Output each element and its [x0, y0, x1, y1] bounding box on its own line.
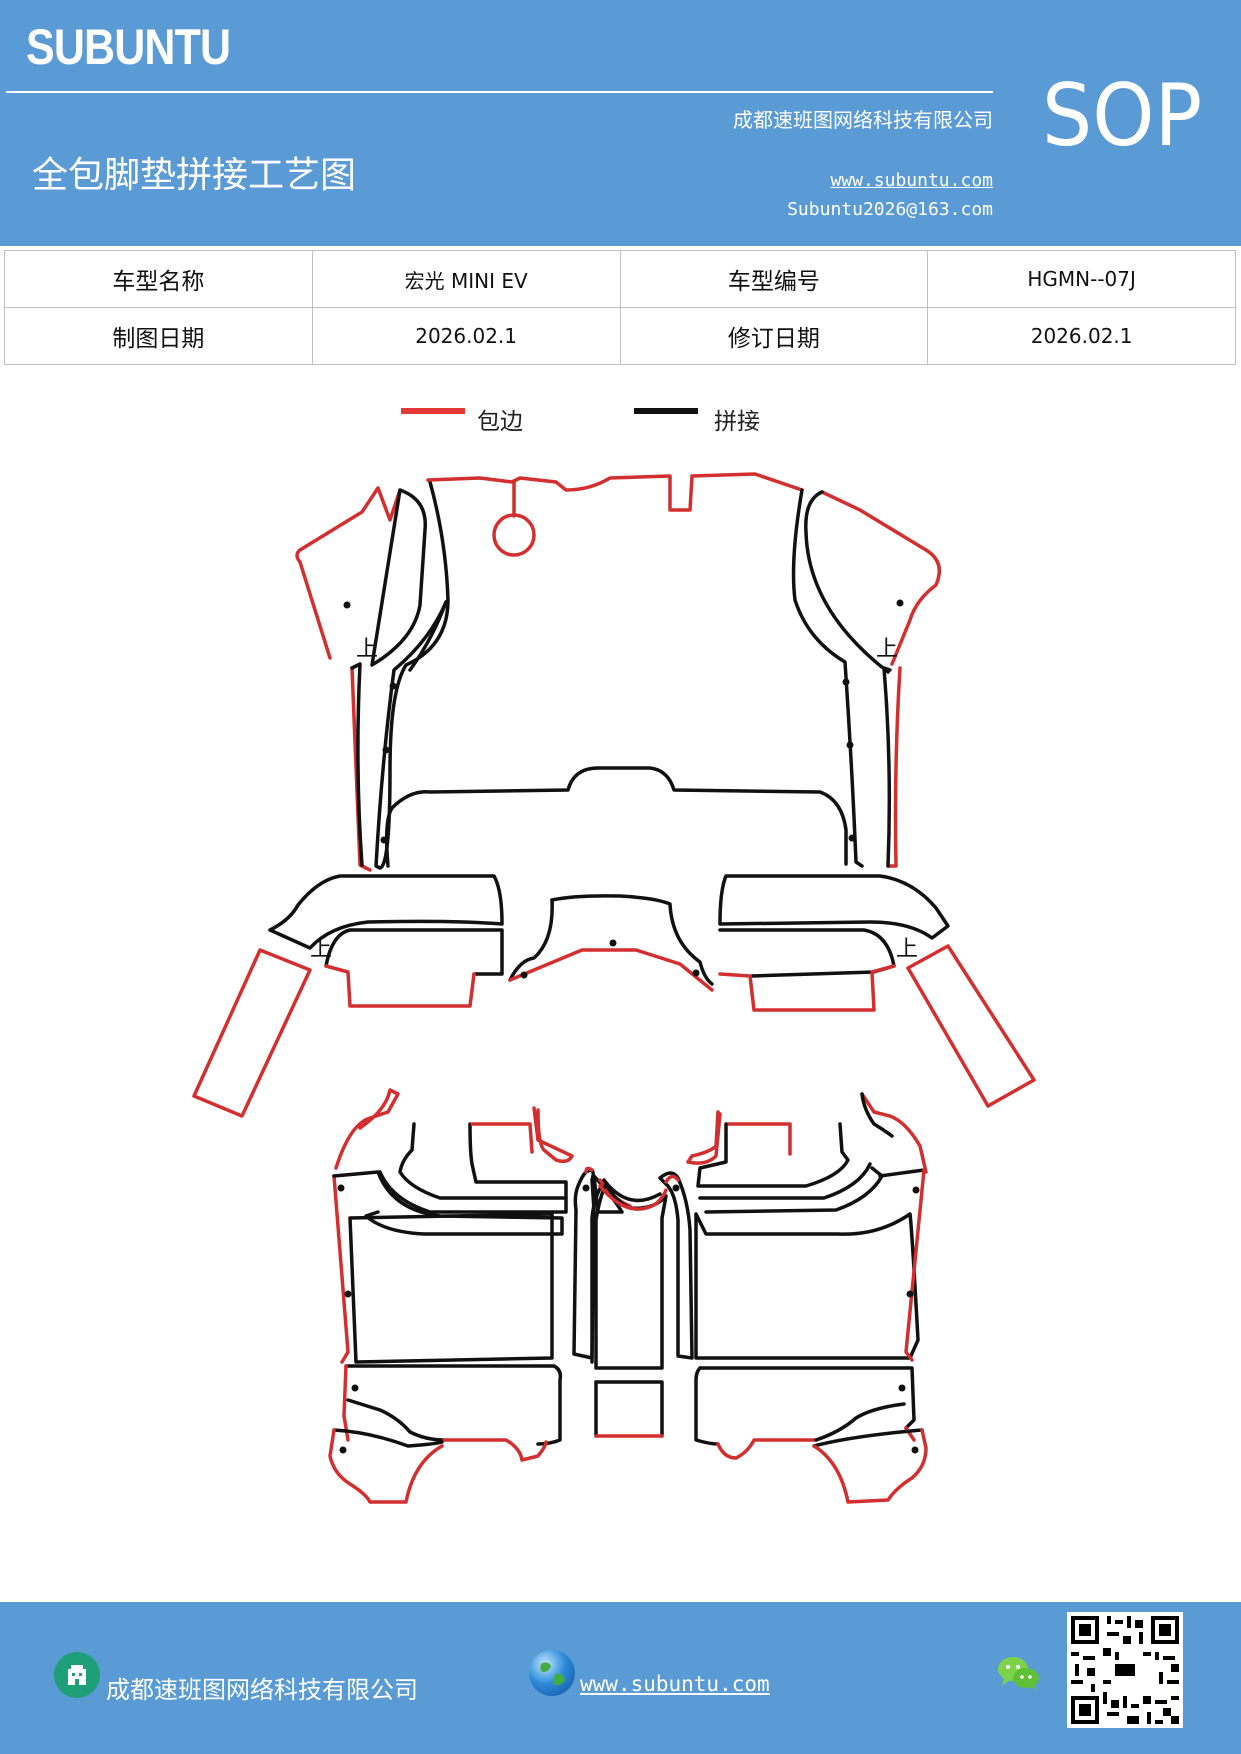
header-banner: SUBUNTU 成都速班图网络科技有限公司 全包脚垫拼接工艺图 www.subu… — [0, 0, 1241, 246]
header-website-link[interactable]: www.subuntu.com — [830, 170, 993, 191]
direction-mark-mid-right: 上 — [896, 937, 918, 962]
model-code-value: HGMN--07J — [927, 250, 1236, 308]
model-name-label: 车型名称 — [4, 250, 313, 308]
qr-code — [1067, 1612, 1183, 1728]
direction-mark-mid-left: 上 — [310, 937, 332, 962]
brand-logo: SUBUNTU — [26, 19, 231, 75]
table-row: 车型名称 宏光 MINI EV 车型编号 HGMN--07J — [4, 250, 1236, 308]
revise-date-value: 2026.02.1 — [927, 307, 1236, 365]
legend-seam-label: 拼接 — [714, 409, 760, 435]
draw-date-label: 制图日期 — [4, 307, 313, 365]
rear-pieces — [332, 1088, 928, 1370]
header-company: 成都速班图网络科技有限公司 — [733, 108, 993, 132]
model-name-value: 宏光 MINI EV — [311, 250, 621, 308]
footer-company: 成都速班图网络科技有限公司 — [106, 1676, 418, 1704]
direction-mark-right: 上 — [876, 637, 898, 662]
draw-date-value: 2026.02.1 — [311, 307, 621, 365]
revise-date-label: 修订日期 — [619, 307, 929, 365]
legend-edge-swatch — [401, 408, 465, 414]
bottom-pieces — [328, 1364, 928, 1504]
legend-seam-swatch — [634, 408, 698, 414]
legend: 包边 拼接 — [0, 400, 1241, 440]
model-info-table: 车型名称 宏光 MINI EV 车型编号 HGMN--07J 制图日期 2026… — [4, 250, 1236, 365]
legend-edge-label: 包边 — [477, 409, 523, 435]
wechat-icon[interactable] — [996, 1654, 1042, 1698]
footer-website-link[interactable]: www.subuntu.com — [580, 1672, 770, 1696]
model-code-label: 车型编号 — [619, 250, 929, 308]
building-icon — [54, 1652, 100, 1698]
footer-banner: 成都速班图网络科技有限公司 www.subuntu.com — [0, 1602, 1241, 1754]
table-row: 制图日期 2026.02.1 修订日期 2026.02.1 — [4, 307, 1236, 365]
header-divider — [6, 91, 993, 93]
globe-icon — [529, 1650, 575, 1696]
front-floor-pieces: 上 上 — [295, 472, 942, 872]
sop-badge: SOP — [1042, 66, 1203, 166]
middle-pieces: 上 上 — [192, 874, 1036, 1118]
header-email: Subuntu2026@163.com — [787, 199, 993, 220]
floor-mat-diagram: 上 上 上 上 — [192, 472, 1036, 1504]
direction-mark-left: 上 — [356, 637, 378, 662]
document-title: 全包脚垫拼接工艺图 — [32, 155, 357, 196]
